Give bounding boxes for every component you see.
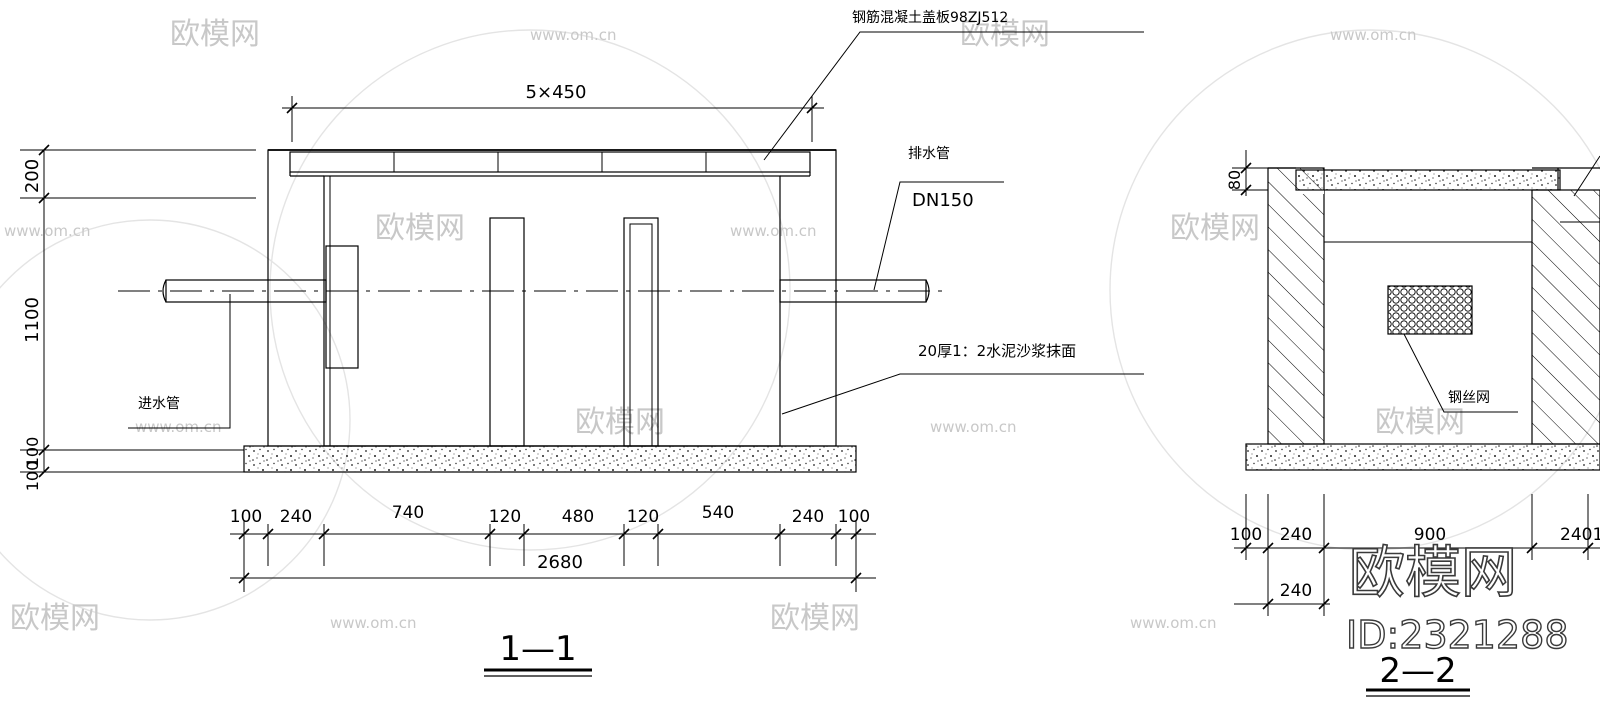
- watermark-site: www.om.cn: [4, 222, 91, 240]
- inlet-tee: [325, 245, 359, 369]
- mesh-leader: [1403, 333, 1518, 413]
- dim-100-b: 100: [23, 461, 42, 492]
- stamp-brand: 欧模网: [1349, 541, 1517, 606]
- watermark-brand: 欧模网: [960, 17, 1050, 52]
- dim-120-a: 120: [489, 507, 521, 527]
- site-stamp: 欧模网 ID:2321288: [1345, 540, 1569, 658]
- dim-240-left: 240: [280, 507, 312, 527]
- tank-outer-wall: [267, 149, 837, 447]
- watermark-site: www.om.cn: [330, 614, 417, 632]
- watermark-brand: 欧模网: [10, 601, 100, 636]
- base-slab-2: [1245, 443, 1600, 471]
- base-slab: [243, 445, 857, 473]
- watermark-site: www.om.cn: [930, 418, 1017, 436]
- watermark-circle: [269, 29, 791, 551]
- watermark-layer: 欧模网 欧模网 欧模网 欧模网 欧模网 欧模网 欧模网 欧模网 www.om.c…: [0, 17, 1600, 636]
- cover-slab-2: [1295, 169, 1561, 191]
- watermark-brand: 欧模网: [770, 601, 860, 636]
- section-1-1: 200 1100 100 100 5×450 钢筋混凝土盖板98ZJ512 排水…: [20, 9, 1144, 677]
- watermark-brand: 欧模网: [375, 211, 465, 246]
- inlet-leader: [128, 294, 231, 429]
- dim-2680: 2680: [537, 552, 583, 573]
- dim-1100: 1100: [22, 297, 43, 343]
- watermark-brand: 欧模网: [1170, 211, 1260, 246]
- dim-5x450: 5×450: [526, 82, 587, 103]
- dim-2401: 2401: [1560, 525, 1600, 545]
- dim-900: 900: [1414, 525, 1446, 545]
- watermark-site: www.om.cn: [530, 26, 617, 44]
- dim-740: 740: [392, 503, 424, 523]
- outlet-size: DN150: [912, 190, 974, 211]
- outlet-label: 排水管: [908, 146, 950, 162]
- cover-slab: [289, 151, 811, 173]
- stamp-id: ID:2321288: [1346, 613, 1569, 657]
- inlet-label: 进水管: [138, 396, 180, 412]
- dim-120-b: 120: [627, 507, 659, 527]
- watermark-circle: [0, 219, 351, 621]
- dim-100-a: 100: [23, 437, 42, 468]
- watermark-brand: 欧模网: [1375, 405, 1465, 440]
- section-title-1-1: 1—1: [499, 629, 576, 669]
- watermark-circle: [1109, 29, 1600, 551]
- dim-480: 480: [562, 507, 594, 527]
- dim-540: 540: [702, 503, 734, 523]
- left-wall-hatched: [1267, 167, 1325, 445]
- watermark-site: www.om.cn: [135, 418, 222, 436]
- watermark-site: www.om.cn: [730, 222, 817, 240]
- watermark-site: www.om.cn: [1330, 26, 1417, 44]
- cover-label: 钢筋混凝土盖板98ZJ512: [852, 9, 1008, 26]
- watermark-site: www.om.cn: [1130, 614, 1217, 632]
- dim-240-2: 240: [1280, 525, 1312, 545]
- dim-100-right: 100: [838, 507, 870, 527]
- watermark-brand: 欧模网: [170, 17, 260, 52]
- steel-mesh: [1387, 285, 1473, 335]
- watermark-brand: 欧模网: [575, 405, 665, 440]
- dim-240-second: 240: [1280, 581, 1312, 601]
- right-wall-hatched: [1531, 189, 1600, 445]
- dim-100-2: 100: [1230, 525, 1262, 545]
- dim-240-right: 240: [792, 507, 824, 527]
- outlet-leader: [873, 181, 1004, 291]
- dim-100-left: 100: [230, 507, 262, 527]
- plaster-label: 20厚1：2水泥沙浆抹面: [918, 342, 1076, 360]
- section-2-2: 钢丝网 80 100 240 900 2401 240 2—2: [1225, 150, 1600, 697]
- dim-200: 200: [22, 159, 43, 193]
- dim-80: 80: [1225, 170, 1244, 190]
- plaster-leader: [781, 373, 1144, 415]
- cover-leader: [763, 31, 1144, 161]
- section-title-2-2: 2—2: [1379, 651, 1456, 691]
- mesh-label: 钢丝网: [1448, 390, 1490, 406]
- tank-inner-wall: [323, 175, 781, 447]
- baffle-wall-1: [489, 217, 525, 447]
